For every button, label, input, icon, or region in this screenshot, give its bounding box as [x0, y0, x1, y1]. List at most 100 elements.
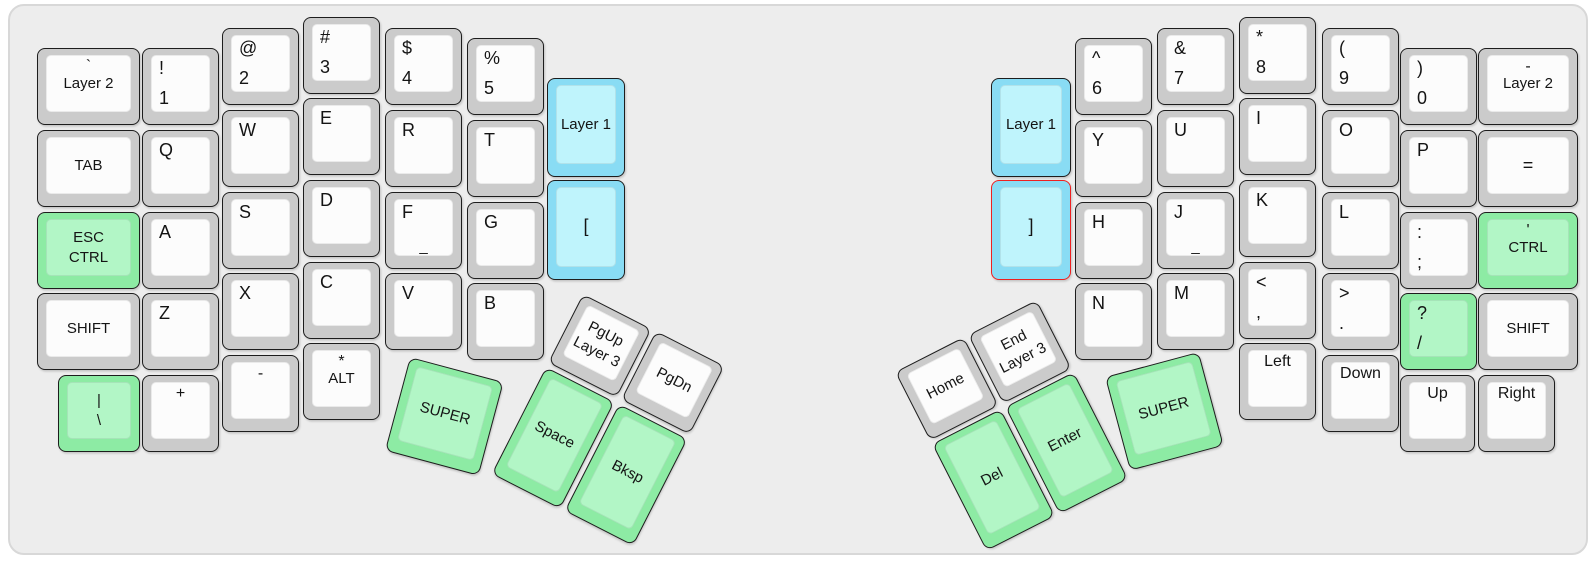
- key-esc-ctrl[interactable]: ESC CTRL: [37, 212, 140, 289]
- key-left-bracket[interactable]: [: [547, 180, 625, 280]
- key-less-comma[interactable]: <,: [1239, 262, 1316, 339]
- key-question-slash[interactable]: ?/: [1400, 293, 1477, 370]
- key-n[interactable]: N: [1075, 283, 1152, 360]
- key-equals[interactable]: =: [1478, 130, 1578, 207]
- key-right-bracket[interactable]: ]: [991, 180, 1071, 280]
- key-label: P: [1417, 140, 1430, 160]
- key-at-2[interactable]: @2: [222, 28, 299, 105]
- key-o[interactable]: O: [1322, 110, 1399, 187]
- key-c[interactable]: C: [303, 262, 380, 339]
- key-l[interactable]: L: [1322, 192, 1399, 269]
- key-asterisk-8[interactable]: *8: [1239, 17, 1316, 94]
- key-label: +: [175, 385, 186, 402]
- key-label: L: [1339, 202, 1350, 222]
- key-arrow-left[interactable]: Left: [1239, 343, 1316, 420]
- key-backtick-layer2[interactable]: `Layer 2: [37, 48, 140, 125]
- key-e[interactable]: E: [303, 98, 380, 175]
- key-label: D: [320, 190, 333, 210]
- key-g[interactable]: G: [467, 202, 544, 279]
- key-u[interactable]: U: [1157, 110, 1234, 187]
- key-minus[interactable]: -: [222, 355, 299, 432]
- key-label: ALT: [328, 369, 355, 387]
- key-hash-3[interactable]: #3: [303, 17, 380, 94]
- key-a[interactable]: A: [142, 212, 219, 289]
- key-super-left[interactable]: SUPER: [384, 357, 504, 476]
- keycap-top: M: [1166, 280, 1225, 337]
- key-greater-period[interactable]: >.: [1322, 273, 1399, 350]
- key-label: #: [320, 27, 331, 47]
- key-percent-5[interactable]: %5: [467, 38, 544, 115]
- key-m[interactable]: M: [1157, 273, 1234, 350]
- key-paren-9[interactable]: (9: [1322, 28, 1399, 105]
- key-super-right[interactable]: SUPER: [1105, 351, 1224, 471]
- keycap-top: G: [476, 209, 535, 266]
- key-quote-ctrl[interactable]: 'CTRL: [1478, 212, 1578, 289]
- key-z[interactable]: Z: [142, 293, 219, 370]
- key-q[interactable]: Q: [142, 130, 219, 207]
- keycap-top: SHIFT: [46, 300, 131, 357]
- key-p[interactable]: P: [1400, 130, 1477, 207]
- key-shift-left[interactable]: SHIFT: [37, 293, 140, 370]
- key-v[interactable]: V: [385, 273, 462, 350]
- key-dollar-4[interactable]: $4: [385, 28, 462, 105]
- key-b[interactable]: B: [467, 283, 544, 360]
- key-ampersand-7[interactable]: &7: [1157, 28, 1234, 105]
- keycap-top: Left: [1248, 350, 1307, 407]
- key-caret-6[interactable]: ^6: [1075, 38, 1152, 115]
- key-label: 9: [1339, 68, 1350, 88]
- key-w[interactable]: W: [222, 110, 299, 187]
- keycap-top: O: [1331, 117, 1390, 174]
- keycap-top: =: [1487, 137, 1569, 194]
- key-r[interactable]: R: [385, 110, 462, 187]
- key-label: SHIFT: [66, 319, 111, 337]
- key-plus[interactable]: +: [142, 375, 219, 452]
- key-paren-0[interactable]: )0: [1400, 48, 1477, 125]
- key-f[interactable]: F_: [385, 192, 462, 269]
- key-label: R: [402, 120, 415, 140]
- key-label: Home: [923, 369, 967, 403]
- key-tab[interactable]: TAB: [37, 130, 140, 207]
- keycap-top: V: [394, 280, 453, 337]
- key-asterisk-alt[interactable]: *ALT: [303, 343, 380, 420]
- key-label: Layer 1: [1005, 115, 1057, 133]
- key-arrow-up[interactable]: Up: [1400, 375, 1475, 452]
- key-shift-right[interactable]: SHIFT: [1478, 293, 1578, 370]
- keycap-top: W: [231, 117, 290, 174]
- keycap-top: (9: [1331, 35, 1390, 92]
- key-k[interactable]: K: [1239, 180, 1316, 257]
- key-label: 2: [239, 68, 250, 88]
- key-t[interactable]: T: [467, 120, 544, 197]
- key-label: Layer 2: [63, 74, 114, 92]
- key-arrow-right[interactable]: Right: [1478, 375, 1555, 452]
- key-label: &: [1174, 38, 1187, 58]
- keycap-top: -: [231, 362, 290, 419]
- key-pipe-backslash[interactable]: | \: [58, 375, 140, 452]
- key-label: -: [257, 365, 264, 382]
- key-d[interactable]: D: [303, 180, 380, 257]
- key-label: ?: [1417, 303, 1428, 323]
- key-i[interactable]: I: [1239, 98, 1316, 175]
- keycap-top: $4: [394, 35, 453, 92]
- keycap-top: Layer 1: [1000, 85, 1062, 164]
- keycap-top: R: [394, 117, 453, 174]
- key-x[interactable]: X: [222, 273, 299, 350]
- keycap-top: C: [312, 269, 371, 326]
- key-j[interactable]: J_: [1157, 192, 1234, 269]
- keycap-top: S: [231, 199, 290, 256]
- key-exclamation-1[interactable]: !1: [142, 48, 219, 125]
- key-layer1-right[interactable]: Layer 1: [991, 78, 1071, 177]
- key-label: Y: [1092, 130, 1105, 150]
- key-label: >: [1339, 283, 1350, 303]
- key-h[interactable]: H: [1075, 202, 1152, 279]
- key-label: E: [320, 108, 333, 128]
- key-y[interactable]: Y: [1075, 120, 1152, 197]
- key-minus-layer2[interactable]: -Layer 2: [1478, 48, 1578, 125]
- key-s[interactable]: S: [222, 192, 299, 269]
- key-colon-semicolon[interactable]: :;: [1400, 212, 1477, 289]
- key-label: Up: [1427, 385, 1448, 402]
- key-arrow-down[interactable]: Down: [1322, 355, 1399, 432]
- key-layer1-left[interactable]: Layer 1: [547, 78, 625, 177]
- key-label: PgDn: [653, 363, 695, 396]
